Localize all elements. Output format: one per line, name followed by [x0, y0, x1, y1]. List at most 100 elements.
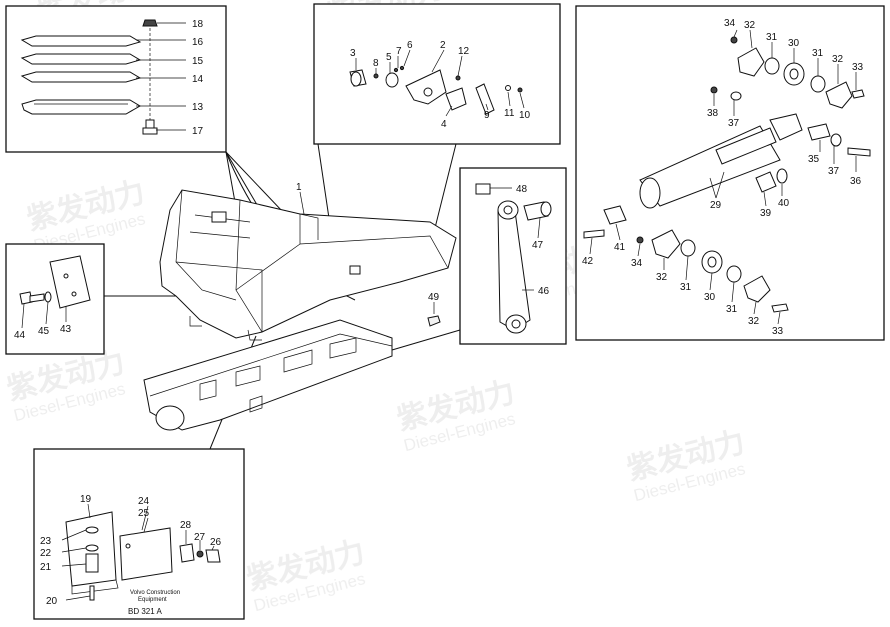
screw-33 [771, 303, 789, 313]
bearing-housing-32 [825, 81, 853, 109]
bolt-42 [583, 229, 605, 239]
callout-41: 41 [614, 242, 626, 253]
callout-17: 17 [192, 126, 204, 137]
plate-hole [63, 273, 69, 279]
leader [777, 311, 781, 325]
seal-31 [726, 265, 742, 283]
bolt-head [142, 127, 158, 135]
callout-27: 27 [194, 532, 206, 543]
leader [763, 191, 767, 207]
seal-31 [810, 75, 826, 93]
leader [21, 303, 25, 329]
washer-22 [85, 544, 99, 552]
frame-cutout [235, 365, 261, 387]
watermark-4: 紫发动力 Diesel-Engines [23, 175, 148, 255]
leader [715, 171, 725, 199]
plate-14 [20, 71, 142, 83]
callout-20: 20 [46, 596, 58, 607]
callout-21: 21 [40, 562, 52, 573]
bolt-26 [205, 549, 221, 563]
callout-47: 47 [532, 240, 544, 251]
body-bracket [349, 265, 361, 275]
pin-6 [399, 65, 405, 71]
callout-31: 31 [812, 48, 824, 59]
bracket-flange [71, 579, 119, 595]
callout-7: 7 [396, 46, 402, 57]
leader [141, 505, 149, 531]
connector-line [317, 143, 331, 226]
callout-39: 39 [760, 208, 772, 219]
pin-end [540, 201, 552, 217]
pin-7 [393, 67, 399, 73]
body-edge [299, 213, 319, 240]
cotter-10 [517, 87, 523, 93]
bearing-housing-32 [651, 229, 681, 259]
frame-pivot-tube [155, 405, 185, 431]
callout-9: 9 [484, 110, 490, 121]
detail-box-mounting: 19 23 22 21 20 24 25 28 27 26 Volvo Cons… [33, 448, 245, 620]
callout-34: 34 [631, 258, 643, 269]
leader [519, 92, 525, 109]
callout-31: 31 [680, 282, 692, 293]
callout-26: 26 [210, 537, 222, 548]
bushing-end [350, 71, 362, 87]
detail-box-link-arm: 48 47 46 [459, 167, 567, 345]
ring-40 [776, 168, 788, 184]
plate-24-25 [119, 527, 173, 581]
nipple-38 [710, 86, 718, 94]
leader [753, 301, 757, 315]
callout-5: 5 [386, 52, 392, 63]
callout-22: 22 [40, 548, 52, 559]
callout-32: 32 [832, 54, 844, 65]
leader [507, 91, 511, 107]
maker-line-2: Equipment [138, 597, 167, 603]
callout-3: 3 [350, 48, 356, 59]
seal-31 [764, 57, 780, 75]
pin-9 [475, 83, 495, 115]
callout-32: 32 [748, 316, 760, 327]
leader [485, 103, 489, 111]
leader [61, 547, 87, 553]
watermark-10: 紫发动力 Diesel-Engines [243, 535, 368, 615]
callout-2: 2 [440, 40, 446, 51]
leader [749, 29, 753, 49]
callout-32: 32 [656, 272, 668, 283]
leader [457, 55, 463, 77]
cylinder-end [639, 177, 661, 209]
body-side-rib [175, 261, 263, 332]
callout-35: 35 [808, 154, 820, 165]
link-bore [511, 319, 521, 329]
plate-43 [49, 255, 91, 309]
callout-14: 14 [192, 74, 204, 85]
nut-12 [455, 75, 461, 81]
leader [445, 105, 453, 117]
body-foot [247, 329, 262, 341]
washer-11 [505, 85, 511, 91]
drawing-code: BD 321 A [128, 607, 162, 616]
maker-line-1: Volvo Construction [130, 590, 180, 596]
body-edge [235, 243, 301, 291]
leader [65, 595, 91, 601]
leader [685, 255, 689, 281]
plate-hole [71, 291, 77, 297]
callout-15: 15 [192, 56, 204, 67]
washer-23 [85, 526, 99, 534]
callout-25: 25 [138, 508, 150, 519]
callout-18: 18 [192, 19, 204, 30]
leader [403, 49, 411, 67]
callout-34: 34 [724, 18, 736, 29]
bolt-shank [29, 293, 45, 303]
nipple-48 [475, 183, 491, 195]
callout-24: 24 [138, 496, 150, 507]
rod-eye [769, 113, 803, 141]
watermark-7: 紫发动力 Diesel-Engines [3, 345, 128, 425]
callout-33: 33 [772, 326, 784, 337]
leader [61, 529, 87, 541]
leader [537, 217, 541, 239]
callout-28: 28 [180, 520, 192, 531]
leader [431, 49, 445, 73]
bracket-2 [405, 69, 447, 105]
callout-4: 4 [441, 119, 447, 130]
leader [733, 29, 738, 38]
